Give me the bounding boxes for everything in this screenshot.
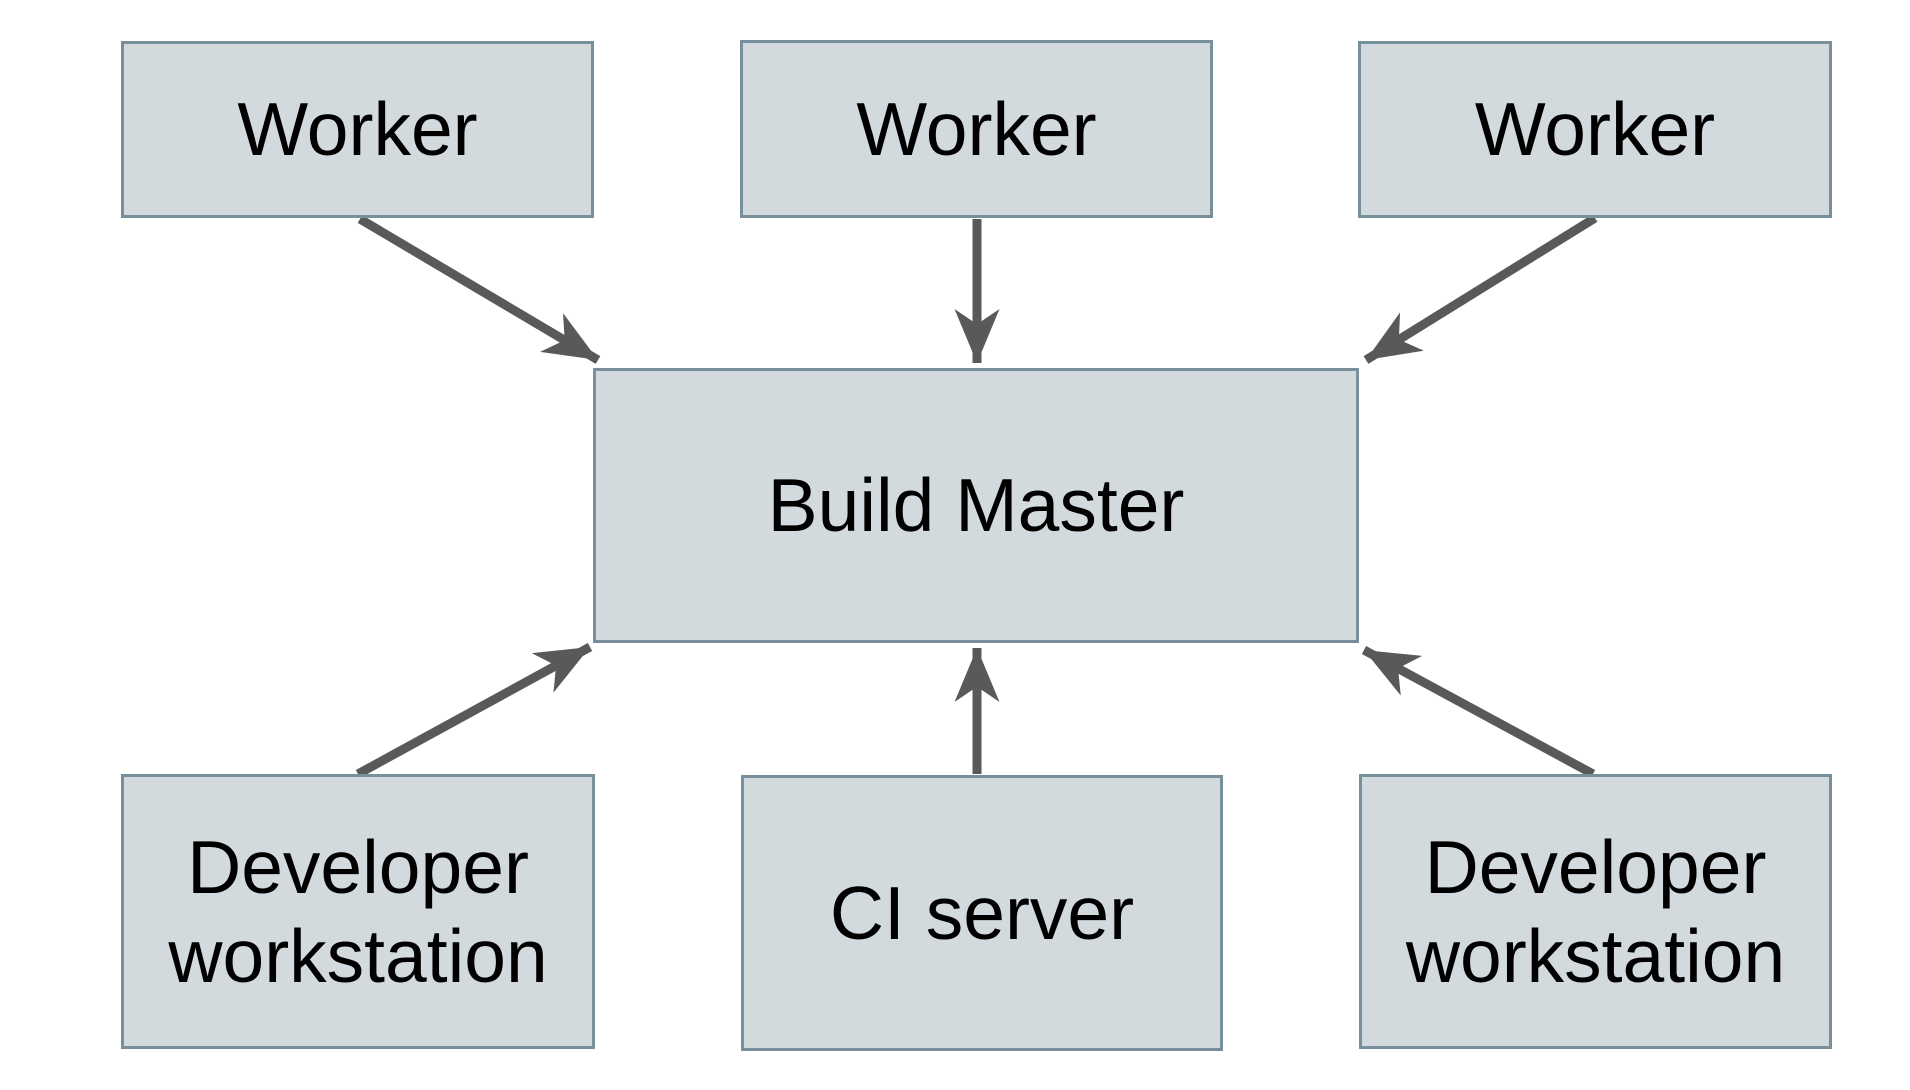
- edge-worker3-to-build-master: [1363, 214, 1598, 364]
- node-build-master-label: Build Master: [767, 463, 1185, 548]
- node-developer-workstation-1: Developer workstation: [121, 774, 595, 1049]
- node-build-master: Build Master: [593, 368, 1359, 643]
- node-worker-3: Worker: [1358, 41, 1832, 218]
- node-worker-2: Worker: [740, 40, 1213, 218]
- node-ci-server-label: CI server: [829, 870, 1135, 955]
- edge-worker1-to-build-master: [357, 215, 601, 364]
- edge-devworkstation1-to-build-master: [355, 643, 593, 778]
- node-worker-1: Worker: [121, 41, 594, 218]
- edge-devworkstation2-to-build-master: [1361, 646, 1596, 778]
- node-worker-1-label: Worker: [237, 87, 478, 172]
- node-ci-server: CI server: [741, 775, 1223, 1051]
- node-developer-workstation-1-label: Developer workstation: [168, 825, 548, 998]
- node-worker-2-label: Worker: [856, 86, 1097, 171]
- node-developer-workstation-2-label: Developer workstation: [1405, 825, 1786, 998]
- node-developer-workstation-2: Developer workstation: [1359, 774, 1832, 1049]
- node-worker-3-label: Worker: [1474, 87, 1716, 172]
